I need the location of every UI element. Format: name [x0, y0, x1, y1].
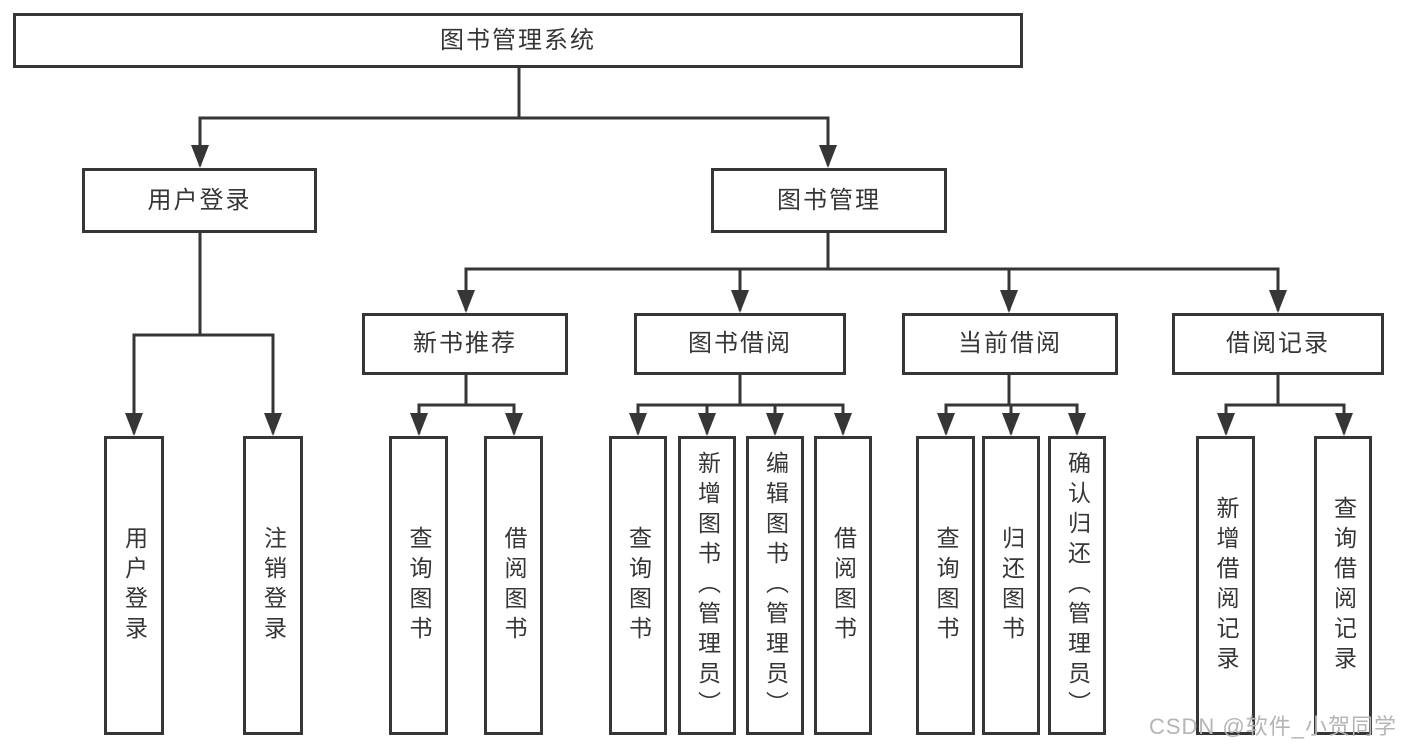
- node-library-management-system: 图书管理系统: [13, 13, 1023, 68]
- node-borrow-books-recommendation: 借阅图书: [484, 436, 543, 735]
- node-edit-books-admin: 编辑图书（管理员）: [746, 436, 804, 735]
- node-book-management: 图书管理: [711, 168, 947, 233]
- node-new-book-recommendation: 新书推荐: [362, 313, 568, 375]
- node-add-books-admin: 新增图书（管理员）: [678, 436, 736, 735]
- node-query-borrow-record: 查询借阅记录: [1314, 436, 1372, 735]
- node-borrowing-records: 借阅记录: [1172, 313, 1384, 375]
- node-book-borrowing: 图书借阅: [634, 313, 846, 375]
- node-query-books-current: 查询图书: [916, 436, 975, 735]
- node-confirm-return-admin: 确认归还（管理员）: [1048, 436, 1106, 735]
- arrowhead-group: [125, 145, 1353, 436]
- node-query-books-borrowing: 查询图书: [609, 436, 667, 735]
- node-logout-login: 注销登录: [243, 436, 303, 735]
- node-query-books-recommendation: 查询图书: [389, 436, 448, 735]
- node-return-books: 归还图书: [982, 436, 1040, 735]
- node-user-login-group: 用户登录: [82, 168, 317, 233]
- node-borrow-books-borrowing: 借阅图书: [814, 436, 872, 735]
- watermark-csdn: CSDN @软件_小贺同学: [1148, 714, 1397, 739]
- node-add-borrow-record: 新增借阅记录: [1196, 436, 1255, 735]
- node-user-login: 用户登录: [104, 436, 164, 735]
- node-current-borrowing: 当前借阅: [902, 313, 1118, 375]
